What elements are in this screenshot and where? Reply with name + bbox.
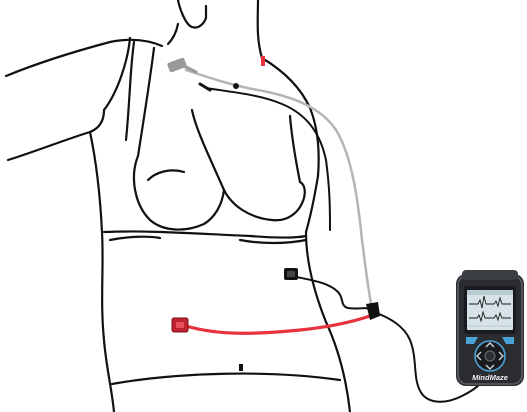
electrodes bbox=[167, 56, 380, 332]
red-lead-wire bbox=[186, 316, 370, 333]
bra-center-line bbox=[192, 110, 224, 190]
center-button-icon bbox=[485, 351, 495, 361]
neck-outline bbox=[178, 0, 206, 28]
left-neck-line bbox=[168, 24, 178, 44]
right-upper-arm bbox=[306, 176, 318, 232]
electrode-underbust bbox=[284, 268, 298, 280]
device-brand-logo: MindMaze bbox=[472, 373, 508, 382]
holter-recorder-device: MindMaze bbox=[456, 270, 524, 386]
right-neck-line bbox=[258, 0, 262, 58]
bra-strap-right bbox=[290, 116, 300, 182]
electrode-collarbone bbox=[167, 57, 196, 73]
armpit-line bbox=[104, 38, 130, 110]
raised-arm-upper bbox=[6, 40, 162, 76]
bra-strap-left bbox=[138, 48, 154, 156]
device-screen bbox=[467, 290, 513, 330]
waistline bbox=[112, 374, 340, 384]
electrode-clavicle-red-tab bbox=[261, 56, 265, 66]
grey-lead-wire bbox=[186, 70, 372, 308]
electrode-abdomen-red bbox=[172, 318, 188, 332]
bra-band-bottom bbox=[110, 237, 160, 240]
navel bbox=[239, 364, 243, 371]
bra-cup-left bbox=[134, 156, 224, 230]
torso-left-side bbox=[90, 132, 114, 412]
bra-cup-inner-left bbox=[148, 170, 184, 180]
black-lead-wire-lower bbox=[292, 276, 372, 310]
device-top-cap bbox=[462, 270, 518, 280]
bra-band-lower bbox=[240, 240, 306, 243]
bra-cup-right bbox=[224, 182, 305, 220]
